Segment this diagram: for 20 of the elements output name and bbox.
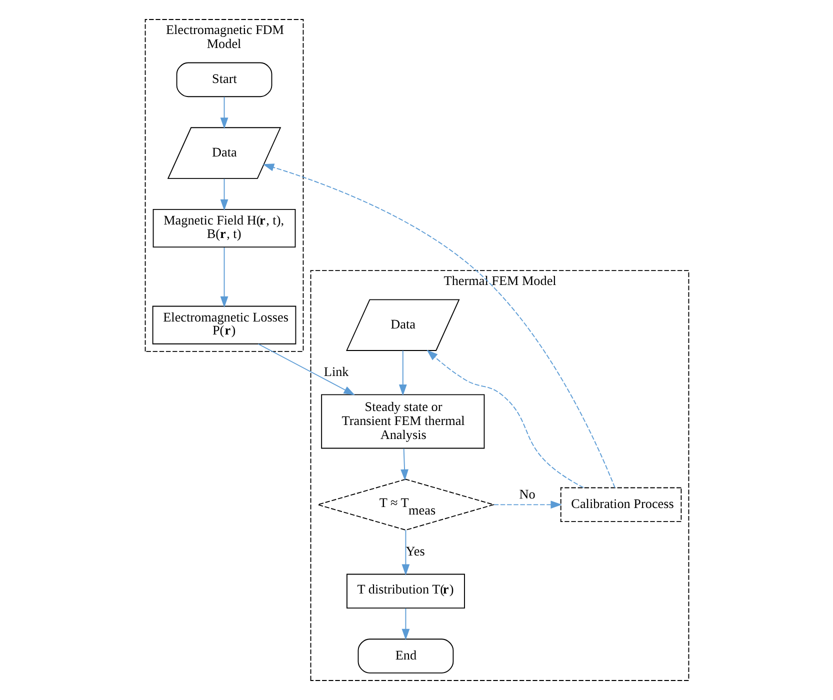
arrow bbox=[398, 350, 406, 396]
arrow bbox=[220, 178, 228, 211]
node-box: End bbox=[357, 638, 454, 674]
node-box: Electromagnetic Losses P(r) bbox=[152, 306, 296, 344]
arrow bbox=[401, 530, 410, 576]
arrow bbox=[220, 96, 228, 129]
edge-label: No bbox=[518, 486, 535, 502]
node-box: Start bbox=[176, 62, 272, 98]
arrow bbox=[220, 247, 228, 308]
arrow bbox=[262, 164, 615, 488]
arrow bbox=[492, 500, 562, 509]
node-box: Steady state or Transient FEM thermal Analysis bbox=[320, 394, 484, 449]
edge-label: Link bbox=[323, 364, 348, 380]
edge-label: Yes bbox=[405, 544, 424, 559]
arrow bbox=[401, 608, 410, 640]
node-box: T distribution T(r) bbox=[346, 574, 464, 609]
node-box: Magnetic Field H(r, t), B(r, t) bbox=[152, 208, 296, 248]
arrow bbox=[400, 448, 408, 481]
node-box: Calibration Process bbox=[560, 487, 682, 522]
arrow bbox=[426, 350, 584, 488]
